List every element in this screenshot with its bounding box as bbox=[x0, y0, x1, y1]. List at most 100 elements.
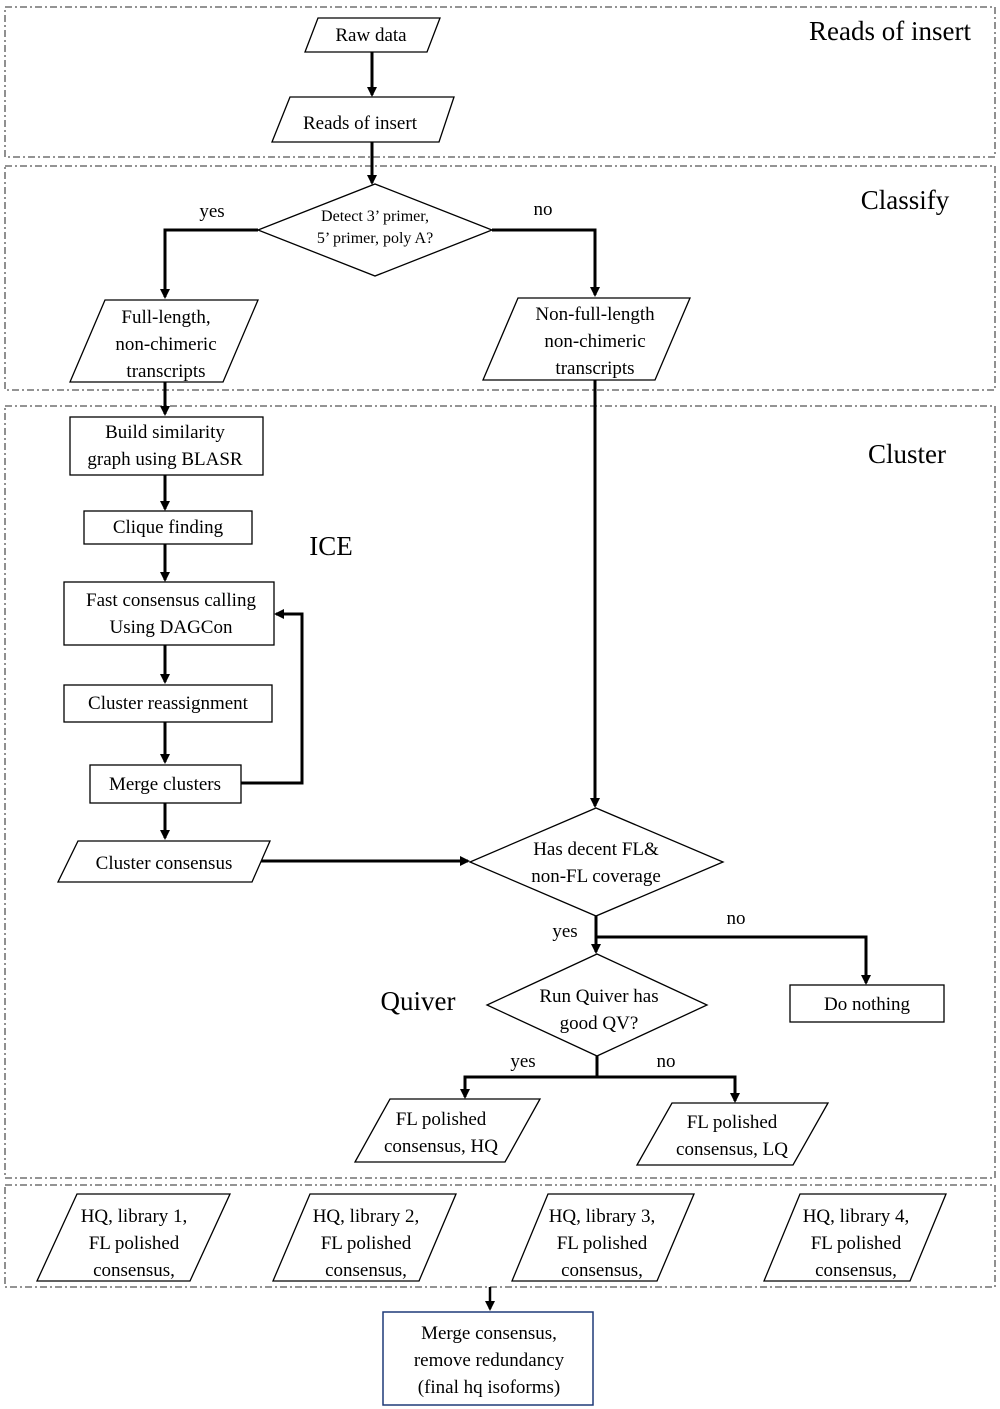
node-non-full-length bbox=[482, 297, 691, 381]
node-cluster-reassign bbox=[63, 684, 273, 723]
cluster-reassign-label: Cluster reassignment bbox=[88, 693, 249, 714]
section-libraries-frame bbox=[4, 1184, 996, 1288]
node-merge-final bbox=[382, 1311, 594, 1406]
node-text-line: FL polished bbox=[687, 1112, 778, 1133]
node-text-line: FL polished bbox=[89, 1233, 180, 1254]
node-text-line: Has decent FL& bbox=[533, 839, 659, 860]
node-text-line: Cluster reassignment bbox=[88, 693, 249, 714]
node-text-line: non-chimeric bbox=[544, 331, 645, 352]
cluster-consensus-label: Cluster consensus bbox=[96, 853, 233, 874]
section-label-cluster: Cluster bbox=[868, 439, 946, 469]
node-text-line: consensus, bbox=[325, 1260, 407, 1281]
node-text-line: Merge clusters bbox=[109, 774, 221, 795]
node-text-line: Do nothing bbox=[824, 994, 911, 1015]
node-text-line: consensus, bbox=[561, 1260, 643, 1281]
node-text-line: Fast consensus calling bbox=[86, 590, 256, 611]
node-text-line: consensus, LQ bbox=[676, 1139, 788, 1160]
node-text-line: FL polished bbox=[811, 1233, 902, 1254]
merge-clusters-label: Merge clusters bbox=[109, 774, 221, 795]
node-quiver-qv bbox=[485, 953, 709, 1057]
node-full-length bbox=[69, 299, 259, 383]
full-length-label: Full-length, non-chimeric transcripts bbox=[115, 307, 216, 382]
node-text-line: consensus, HQ bbox=[384, 1136, 498, 1157]
edge-label-coverage-yes: yes bbox=[552, 921, 577, 942]
node-text-line: (final hq isoforms) bbox=[418, 1377, 560, 1398]
node-text-line: HQ, library 2, bbox=[313, 1206, 420, 1227]
section-reads-of-insert-frame bbox=[4, 6, 996, 158]
node-text-line: Reads of insert bbox=[303, 113, 418, 134]
node-hq-lib3 bbox=[511, 1193, 695, 1282]
edge-label-classify-no: no bbox=[534, 199, 553, 220]
node-text-line: 5’ primer, poly A? bbox=[317, 230, 433, 247]
node-text-line: Full-length, bbox=[121, 307, 210, 328]
node-text-line: HQ, library 3, bbox=[549, 1206, 656, 1227]
node-fl-lq bbox=[635, 1102, 830, 1166]
node-text-line: Run Quiver has bbox=[539, 986, 658, 1007]
edge-detect-yes bbox=[160, 228, 258, 299]
node-text-line: Build similarity bbox=[105, 422, 225, 443]
merge-final-label: Merge consensus, remove redundancy (final … bbox=[414, 1323, 565, 1398]
node-text-line: HQ, library 1, bbox=[81, 1206, 188, 1227]
node-text-line: Detect 3’ primer, bbox=[321, 208, 429, 225]
quiver-qv-label: Run Quiver has good QV? bbox=[539, 986, 658, 1034]
node-text-line: FL polished bbox=[396, 1109, 487, 1130]
node-build-graph bbox=[69, 416, 264, 476]
node-text-line: FL polished bbox=[321, 1233, 412, 1254]
build-graph-label: Build similarity graph using BLASR bbox=[87, 422, 243, 470]
node-hq-lib4 bbox=[763, 1193, 947, 1282]
edge-detect-no bbox=[492, 228, 600, 297]
node-text-line: good QV? bbox=[560, 1013, 639, 1034]
section-label-classify: Classify bbox=[861, 185, 950, 215]
node-text-line: non-chimeric bbox=[115, 334, 216, 355]
detect-primer-label: Detect 3’ primer, 5’ primer, poly A? bbox=[317, 208, 433, 247]
section-label-reads-of-insert: Reads of insert bbox=[809, 16, 971, 46]
edge-quiver-no bbox=[597, 1075, 740, 1103]
reads-of-insert-label: Reads of insert bbox=[303, 113, 418, 134]
fl-lq-label: FL polished consensus, LQ bbox=[676, 1112, 788, 1160]
section-cluster-frame bbox=[4, 405, 996, 1179]
node-text-line: Raw data bbox=[335, 25, 407, 46]
node-clique bbox=[83, 510, 253, 545]
node-text-line: Cluster consensus bbox=[96, 853, 233, 874]
node-hq-lib1 bbox=[35, 1193, 232, 1282]
node-text-line: consensus, bbox=[93, 1260, 175, 1281]
node-text-line: HQ, library 4, bbox=[803, 1206, 910, 1227]
edge-coverage-no bbox=[596, 935, 871, 985]
edge-label-quiver-no: no bbox=[657, 1051, 676, 1072]
node-text-line: transcripts bbox=[555, 358, 634, 379]
node-text-line: Non-full-length bbox=[535, 304, 655, 325]
node-reads-of-insert bbox=[271, 96, 455, 143]
node-detect-primer bbox=[256, 183, 494, 277]
node-text-line: Merge consensus, bbox=[421, 1323, 557, 1344]
node-cluster-consensus bbox=[56, 840, 271, 883]
do-nothing-label: Do nothing bbox=[824, 994, 911, 1015]
edge-quiver-yes bbox=[460, 1056, 599, 1099]
hq-lib2-label: HQ, library 2, FL polished consensus, bbox=[313, 1206, 420, 1281]
hq-lib4-label: HQ, library 4, FL polished consensus, bbox=[803, 1206, 910, 1281]
edge-merge-loop-back bbox=[241, 609, 304, 785]
edge-label-coverage-no: no bbox=[727, 908, 746, 929]
node-do-nothing bbox=[789, 984, 945, 1023]
node-merge-clusters bbox=[89, 764, 242, 804]
raw-data-label: Raw data bbox=[335, 25, 407, 46]
node-text-line: remove redundancy bbox=[414, 1350, 565, 1371]
node-text-line: Clique finding bbox=[113, 517, 224, 538]
node-text-line: Using DAGCon bbox=[110, 617, 233, 638]
node-text-line: non-FL coverage bbox=[531, 866, 661, 887]
node-text-line: transcripts bbox=[126, 361, 205, 382]
node-fast-consensus bbox=[63, 581, 275, 646]
edge-label-classify-yes: yes bbox=[199, 201, 224, 222]
section-classify-frame bbox=[4, 165, 996, 391]
node-decent-coverage bbox=[468, 807, 725, 917]
node-raw-data bbox=[304, 17, 441, 53]
non-full-length-label: Non-full-length non-chimeric transcripts bbox=[535, 304, 655, 379]
node-text-line: consensus, bbox=[815, 1260, 897, 1281]
decent-coverage-label: Has decent FL&non-FL coverage bbox=[531, 839, 661, 887]
node-text-line: graph using BLASR bbox=[87, 449, 243, 470]
hq-lib1-label: HQ, library 1, FL polished consensus, bbox=[81, 1206, 188, 1281]
ice-label: ICE bbox=[309, 531, 353, 561]
fl-hq-label: FL polished consensus, HQ bbox=[384, 1109, 498, 1157]
